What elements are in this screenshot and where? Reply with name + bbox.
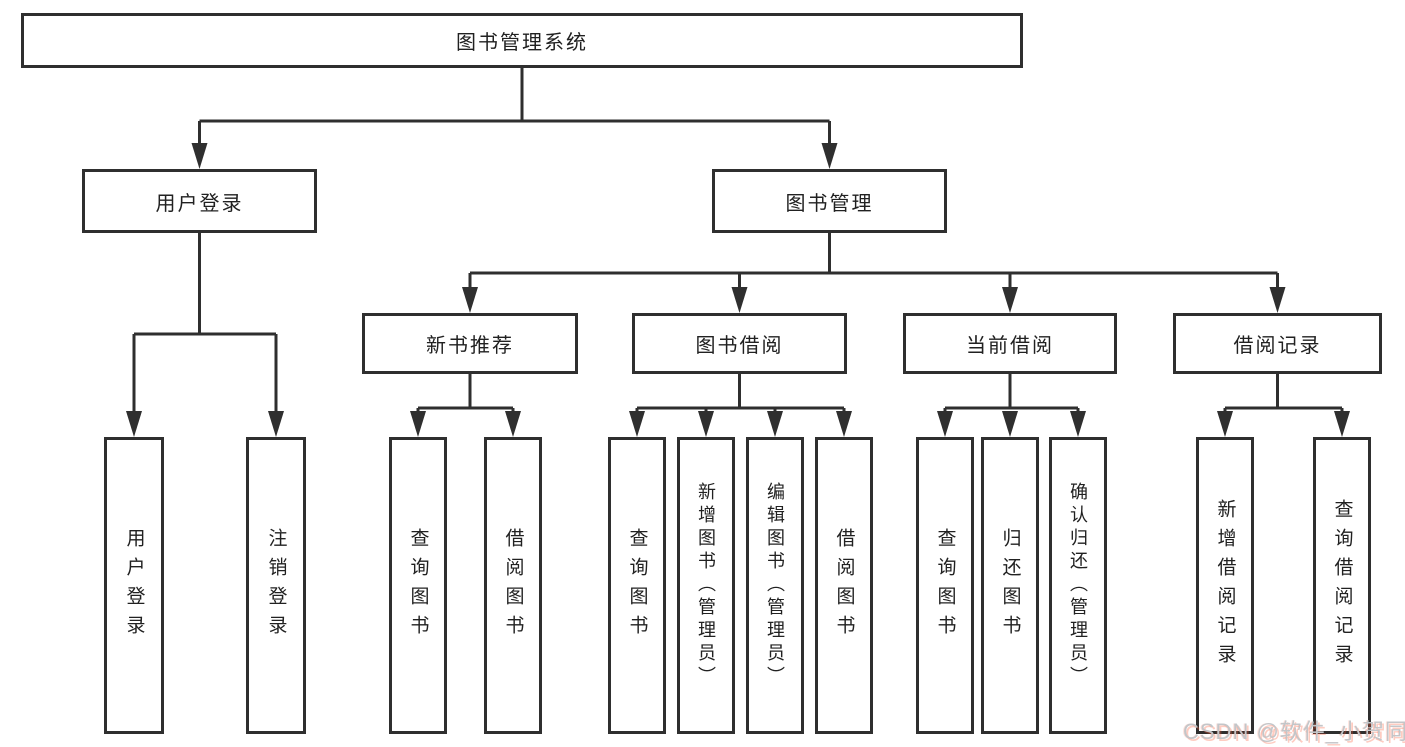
node-label: 图书借阅 — [695, 335, 784, 357]
leaf-borrow-books-1: 借阅图书 — [484, 437, 542, 734]
node-current-borrowing: 当前借阅 — [903, 313, 1117, 374]
leaf-logout: 注销登录 — [246, 437, 306, 734]
leaf-confirm-return-admin: 确认归还（管理员） — [1049, 437, 1107, 734]
node-label: 图书管理系统 — [456, 32, 588, 54]
node-label: 新书推荐 — [426, 335, 514, 357]
node-label: 用户登录 — [155, 192, 244, 215]
leaf-new-borrow-record: 新增借阅记录 — [1196, 437, 1254, 734]
node-book-management: 图书管理 — [712, 169, 947, 233]
node-label: 图书管理 — [785, 192, 874, 215]
node-book-borrowing: 图书借阅 — [632, 313, 847, 374]
node-user-login: 用户登录 — [82, 169, 317, 233]
node-library-management-system: 图书管理系统 — [21, 13, 1023, 68]
leaf-return-books: 归还图书 — [981, 437, 1039, 734]
leaf-add-books-admin: 新增图书（管理员） — [677, 437, 735, 734]
leaf-edit-books-admin: 编辑图书（管理员） — [746, 437, 804, 734]
leaf-query-books-3: 查询图书 — [916, 437, 974, 734]
leaf-query-books-1: 查询图书 — [389, 437, 447, 734]
leaf-borrow-books-2: 借阅图书 — [815, 437, 873, 734]
node-label: 当前借阅 — [966, 335, 1054, 357]
node-borrowing-records: 借阅记录 — [1173, 313, 1382, 374]
csdn-watermark: CSDN @软件_小贺同学 — [1183, 719, 1405, 744]
leaf-user-login: 用户登录 — [104, 437, 164, 734]
leaf-query-books-2: 查询图书 — [608, 437, 666, 734]
node-label: 借阅记录 — [1233, 335, 1322, 357]
leaf-query-borrow-record: 查询借阅记录 — [1313, 437, 1371, 734]
node-new-book-recommendation: 新书推荐 — [362, 313, 578, 374]
